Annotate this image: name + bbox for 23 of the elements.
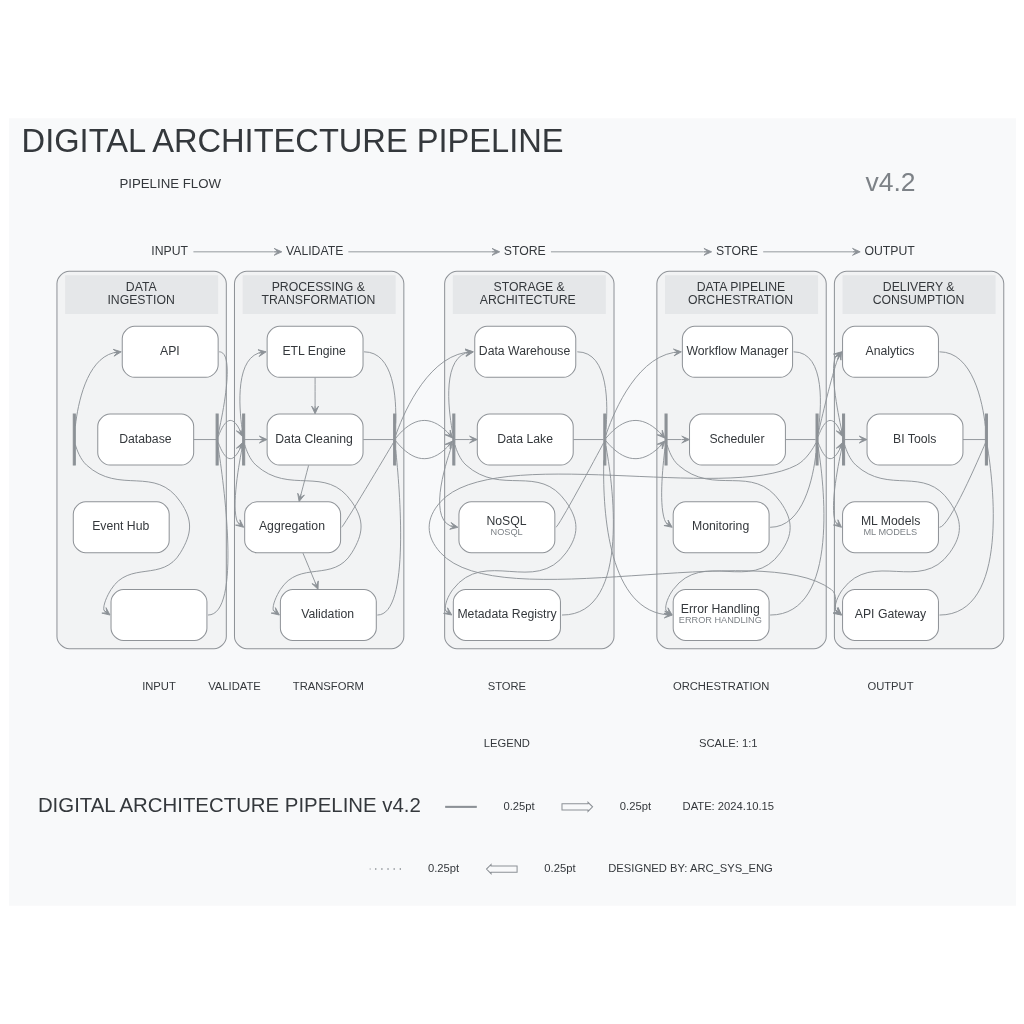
- node-text: STORE: [503, 244, 546, 258]
- node-text: STORE: [715, 244, 758, 258]
- legend-label: 0.25pt: [619, 799, 651, 812]
- label: PIPELINE FLOW: [118, 176, 221, 192]
- node-text: OUTPUT: [863, 244, 915, 258]
- legend-label: 0.25pt: [503, 799, 535, 812]
- label: STORE: [487, 680, 526, 693]
- label: VALIDATE: [207, 680, 261, 693]
- legend-label: 0.25pt: [543, 861, 576, 874]
- label: SCALE: 1:1: [698, 737, 758, 750]
- label: DATE: 2024.10.15: [682, 799, 774, 812]
- diagram-title: DIGITAL ARCHITECTURE PIPELINE: [21, 122, 564, 160]
- legend-label: 0.25pt: [427, 861, 459, 874]
- label: TRANSFORM: [292, 680, 364, 693]
- label: DESIGNED BY: ARC_SYS_ENG: [607, 861, 773, 874]
- label: LEGEND: [483, 737, 530, 750]
- label: INPUT: [141, 680, 176, 693]
- node-text: INPUT: [150, 244, 188, 258]
- label: v4.2: [864, 167, 916, 198]
- label: ORCHESTRATION: [672, 680, 769, 693]
- label: OUTPUT: [866, 680, 914, 693]
- node-text: VALIDATE: [285, 244, 343, 258]
- label: DIGITAL ARCHITECTURE PIPELINE v4.2: [37, 793, 421, 816]
